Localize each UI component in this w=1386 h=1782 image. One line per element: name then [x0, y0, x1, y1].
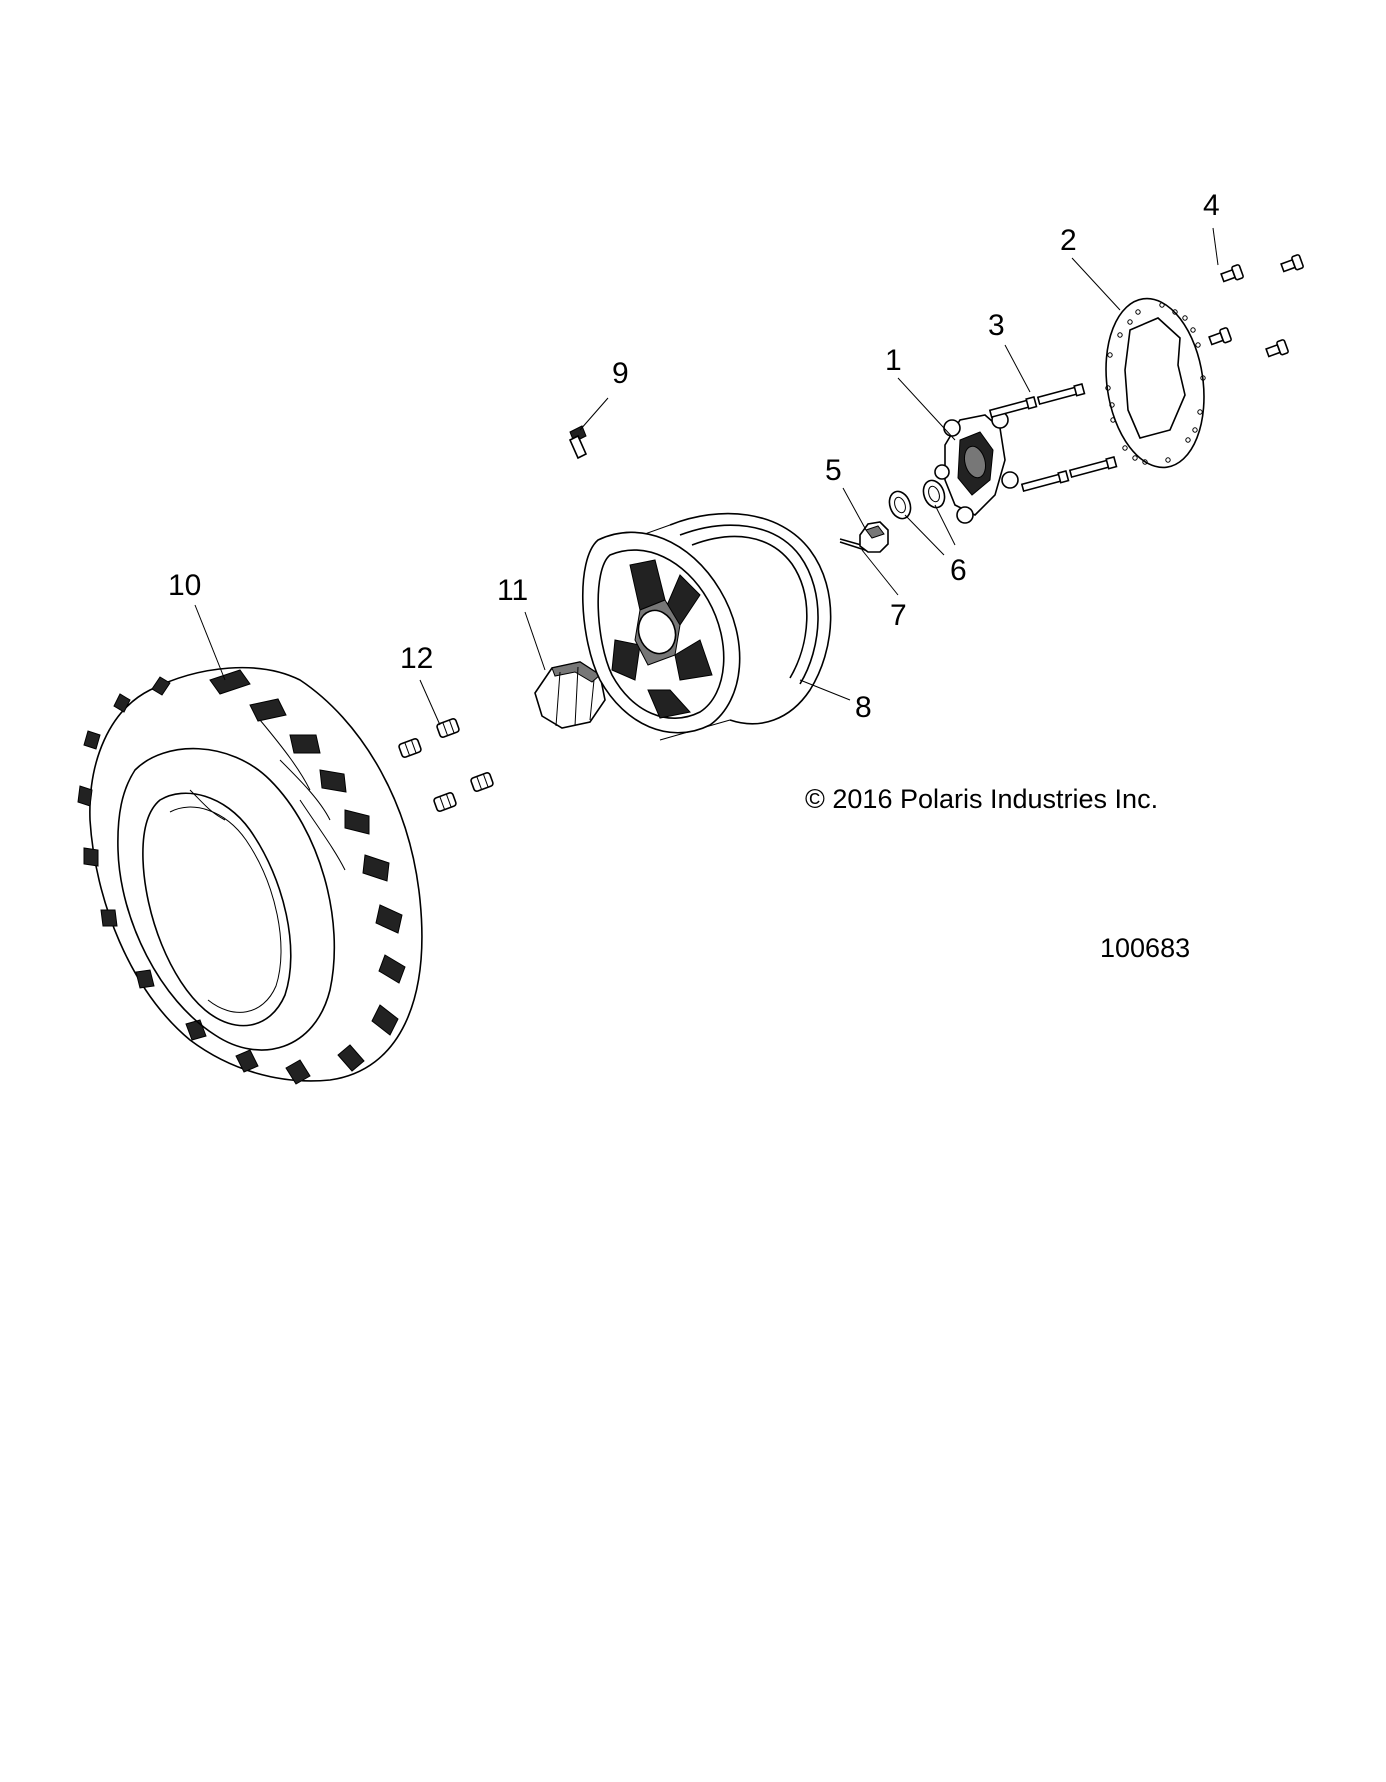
callout-9: 9 [612, 357, 629, 390]
wheel [581, 512, 832, 741]
callout-12: 12 [400, 642, 433, 675]
copyright-text: © 2016 Polaris Industries Inc. [805, 784, 1158, 814]
figure-number: 100683 [1100, 933, 1190, 963]
callout-3: 3 [988, 309, 1005, 342]
callout-6: 6 [950, 554, 967, 587]
callout-1: 1 [885, 344, 902, 377]
washers [888, 479, 946, 520]
castle-nut [859, 521, 889, 553]
callout-labels: 1 2 3 4 5 6 7 8 9 10 11 12 [168, 189, 1220, 724]
valve-stem [568, 425, 588, 460]
tire-tread [77, 669, 406, 1085]
lug-nuts [398, 718, 494, 812]
hub-studs [988, 382, 1118, 493]
callout-11: 11 [497, 574, 528, 607]
callout-8: 8 [855, 691, 872, 724]
callout-10: 10 [168, 569, 201, 602]
brake-disc-holes [1105, 302, 1206, 465]
wheel-hub [934, 411, 1019, 524]
callout-5: 5 [825, 454, 842, 487]
tire [77, 666, 423, 1085]
disc-bolts [1208, 254, 1304, 358]
callout-7: 7 [890, 599, 907, 632]
brake-disc [1105, 297, 1206, 469]
callout-2: 2 [1060, 224, 1077, 257]
center-cap [534, 661, 606, 729]
callout-4: 4 [1203, 189, 1220, 222]
leader-lines [194, 227, 1219, 726]
